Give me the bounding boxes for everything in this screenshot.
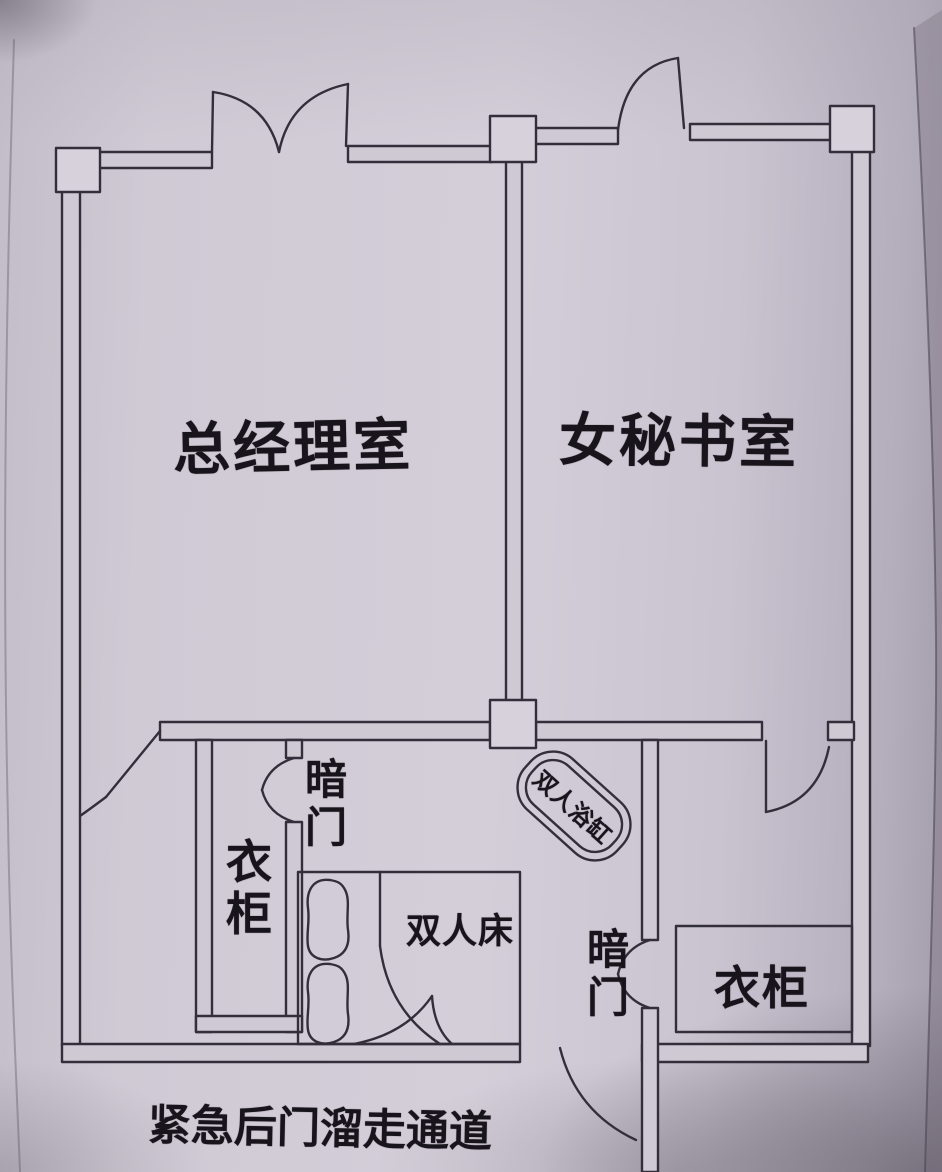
wardrobe-right-label: 衣柜 [714,961,810,1015]
secretary-closet-door [764,739,831,814]
emergency-back-door [558,1046,638,1142]
gm-entrance-double-door [210,82,350,154]
secretary-entrance-door [616,56,686,132]
double-bed-label: 双人床 [405,912,514,952]
double-bed [296,870,522,1046]
gm-vestibule-door [78,729,162,818]
room-label-gm-office: 总经理室 [172,412,414,484]
hidden-door-left-label: 暗门 [304,755,347,852]
wardrobe-right-box [674,924,854,1034]
hidden-door-right [616,938,652,1010]
interior-walls [158,158,856,1172]
structural-columns [54,104,876,750]
room-label-secretary-room: 女秘书室 [558,407,800,477]
hidden-door-left [260,756,296,824]
pillows [306,878,350,1045]
escape-passage-label: 紧急后门溜走通道 [147,1100,493,1158]
paper-edge-creases [4,10,942,1172]
hidden-door-right-label: 暗门 [586,925,629,1022]
wardrobe-left-label: 衣柜 [226,835,272,942]
blanket-fold [352,870,454,1046]
double-bathtub [516,750,632,862]
